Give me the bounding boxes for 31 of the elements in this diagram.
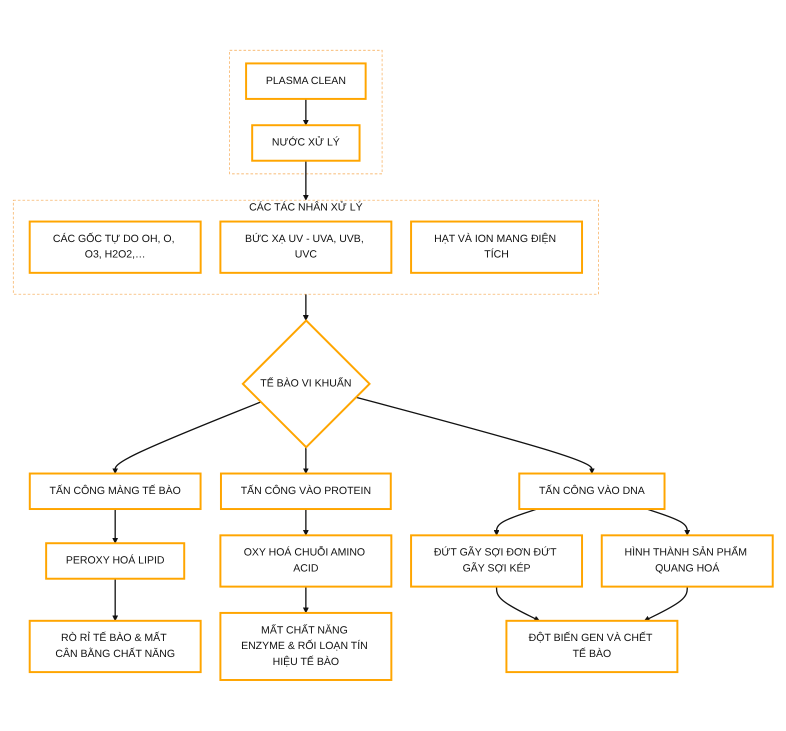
node-box: HẠT VÀ ION MANG ĐIỆN TÍCH: [410, 220, 584, 274]
node-box: OXY HOÁ CHUỖI AMINO ACID: [219, 534, 392, 588]
arrow: [302, 294, 309, 322]
arrow: [112, 579, 118, 622]
arrow: [496, 587, 540, 622]
arrow: [302, 448, 309, 474]
node-box: HÌNH THÀNH SẢN PHẨM QUANG HOÁ: [600, 534, 774, 588]
arrow: [112, 509, 118, 544]
arrow: [644, 587, 688, 622]
node-box: PLASMA CLEAN: [245, 62, 367, 100]
node-box: PEROXY HOÁ LIPID: [45, 542, 186, 580]
node-box: TẤN CÔNG VÀO PROTEIN: [220, 472, 392, 510]
arrow: [112, 402, 261, 474]
node-box: ĐỘT BIẾN GEN VÀ CHẾT TẾ BÀO: [505, 620, 678, 674]
node-box: BỨC XẠ UV - UVA, UVB, UVC: [219, 220, 392, 274]
arrow: [494, 508, 538, 536]
arrow: [302, 161, 309, 201]
arrow: [356, 396, 595, 474]
arrow: [646, 508, 690, 536]
node-box: ĐỨT GÃY SỢI ĐƠN ĐỨT GÃY SỢI KÉP: [410, 534, 584, 588]
node-box: MẤT CHẤT NĂNG ENZYME & RỐI LOẠN TÍN HIỆU TẾ BÀO: [219, 612, 392, 682]
cluster: [229, 50, 382, 175]
node-box: NƯỚC XỬ LÝ: [251, 124, 361, 162]
node-box: RÒ RỈ TẾ BÀO & MẤT CÂN BẰNG CHẤT NĂNG: [28, 620, 202, 674]
arrow: [302, 99, 309, 126]
node-box: TẤN CÔNG MÀNG TẾ BÀO: [28, 472, 202, 510]
node-box: TẤN CÔNG VÀO DNA: [518, 472, 666, 510]
node-diamond: TẾ BÀO VI KHUẨN: [241, 319, 371, 449]
arrow: [302, 509, 309, 536]
node-box: CÁC GỐC TỰ DO OH, O, O3, H2O2,…: [28, 220, 202, 274]
arrow: [302, 587, 309, 614]
